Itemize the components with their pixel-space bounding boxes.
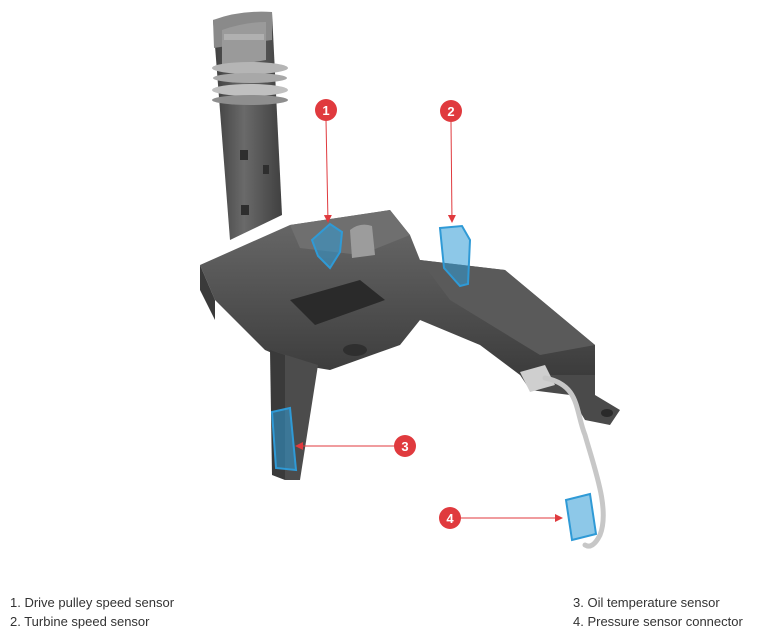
leader-line-1 [323, 119, 332, 223]
callout-4-label: 4 [446, 511, 454, 526]
drive-pulley-speed-sensor [310, 222, 344, 270]
callout-1: 1 [315, 99, 337, 121]
oil-temperature-sensor [270, 406, 298, 472]
leader-line-2 [447, 121, 456, 223]
callout-2: 2 [440, 100, 462, 122]
legend-item-2: 2. Turbine speed sensor [10, 614, 150, 629]
legend-item-3: 3. Oil temperature sensor [573, 595, 720, 610]
legend-item-4: 4. Pressure sensor connector [573, 614, 743, 629]
legend-item-1: 1. Drive pulley speed sensor [10, 595, 175, 610]
callout-3-label: 3 [401, 439, 408, 454]
pressure-sensor-connector [564, 492, 598, 542]
wire-harness [542, 375, 606, 549]
callout-3: 3 [394, 435, 416, 457]
valve-body-diagram: 1 2 3 4 [200, 11, 620, 549]
turbine-speed-sensor [438, 224, 472, 288]
callout-2-label: 2 [447, 104, 454, 119]
callout-4: 4 [439, 507, 461, 529]
callout-1-label: 1 [322, 103, 329, 118]
cylinder-stack [212, 11, 288, 240]
valve-body [200, 210, 620, 480]
